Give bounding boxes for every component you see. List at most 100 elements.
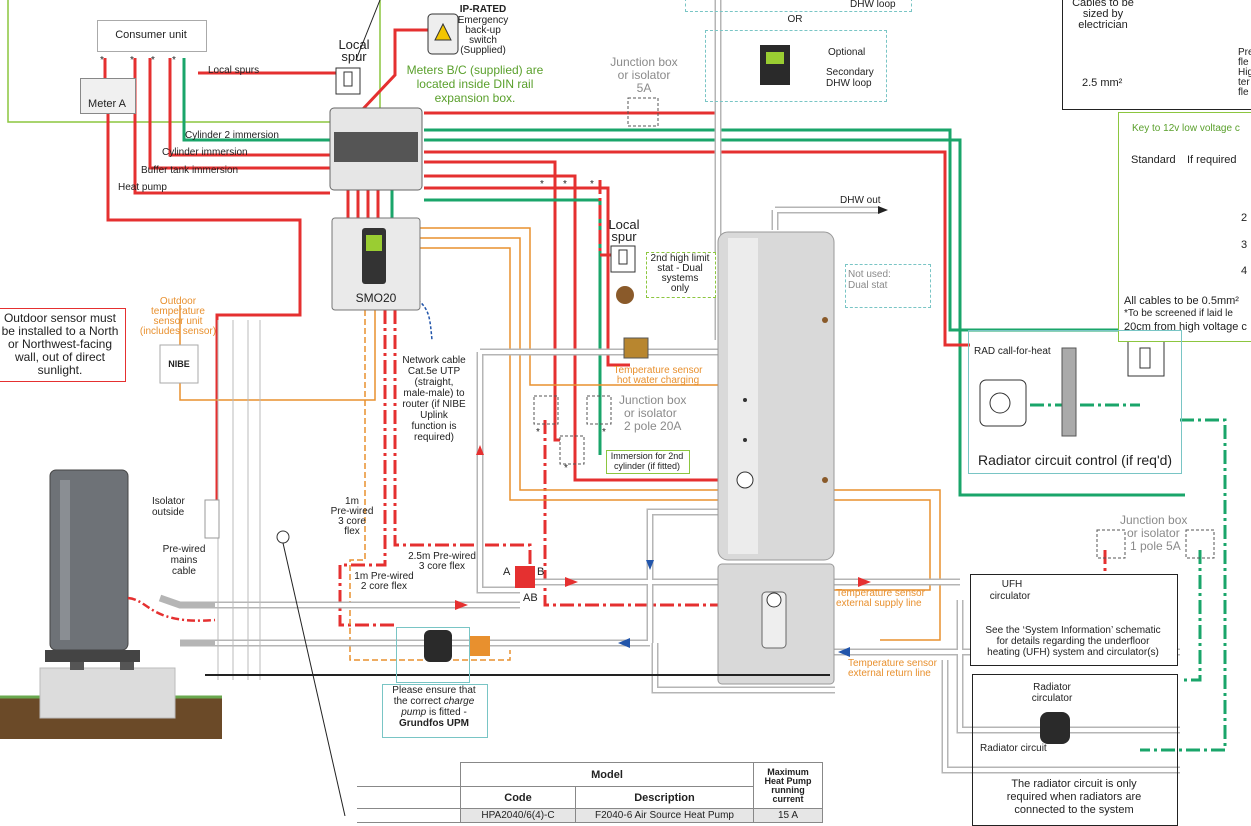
valve-port-b: B <box>537 566 545 578</box>
network-3: (straight, <box>414 377 454 388</box>
network-4: male-male) to <box>403 388 465 399</box>
strainer <box>470 636 490 656</box>
meters-note-1: Meters B/C (supplied) are <box>406 63 544 77</box>
room-thermostat <box>979 379 1027 427</box>
local-spur2-2: spur <box>611 229 637 244</box>
meters-note-2: located inside DIN rail <box>416 77 534 91</box>
smo20-label: SMO20 <box>355 291 397 305</box>
ufh-circ-1: UFH <box>1001 579 1023 590</box>
outdoor-note-2: be installed to a North <box>1 324 119 338</box>
outdoor-unit-3: sensor unit <box>153 316 203 327</box>
buffer-immersion-label: Buffer tank immersion <box>141 165 239 176</box>
cable-25m-1: 2.5m Pre-wired <box>408 551 476 562</box>
isolator-outside-2: outside <box>152 507 185 518</box>
ufh-note-3: heating (UFH) system and circulator(s) <box>987 647 1159 658</box>
local-spurs-label: Local spurs <box>208 65 260 76</box>
rad-note-3: connected to the system <box>1014 804 1134 816</box>
not-used-1: Not used: <box>848 269 891 280</box>
outdoor-note-4: wall, out of direct <box>14 350 106 364</box>
secondary-loop-box <box>705 30 887 102</box>
key-hig-3: fle <box>1238 87 1249 98</box>
jb-5a-2: or isolator <box>617 68 671 82</box>
local-spur-label-1: Local <box>338 37 370 52</box>
network-7: function is <box>411 421 457 432</box>
dhw-loop-box <box>685 0 912 12</box>
high-limit-1: 2nd high limit <box>650 253 710 264</box>
nibe-logo: NIBE <box>168 359 190 369</box>
star: * <box>540 179 544 190</box>
flow-arrows <box>455 206 888 657</box>
star: * <box>130 55 134 66</box>
consumer-unit <box>97 20 207 52</box>
high-limit-3: systems <box>661 273 699 284</box>
dhw-loop-label: DHW loop <box>850 0 896 10</box>
concrete-base <box>39 667 176 719</box>
temp-hw-1: Temperature sensor <box>613 365 703 376</box>
star: * <box>602 427 606 438</box>
optional-label: Optional <box>828 47 866 58</box>
key-note-3: 20cm from high voltage c <box>1124 321 1247 333</box>
cable-1m-3-3: 3 core <box>338 516 366 527</box>
key-hig-2: ter <box>1238 77 1250 88</box>
or-label: OR <box>787 14 803 25</box>
outdoor-note-box <box>0 308 126 382</box>
diverter-valve <box>623 337 649 359</box>
outdoor-note-1: Outdoor sensor must <box>3 311 117 325</box>
jb-5a-3: 5A <box>636 81 652 95</box>
rad-circ-2: circulator <box>1031 693 1073 704</box>
ip-rated-line3: switch <box>469 35 497 46</box>
star: * <box>563 179 567 190</box>
network-5: router (if NIBE <box>402 399 466 410</box>
star: * <box>100 55 104 66</box>
network-6: Uplink <box>420 410 448 421</box>
key-cables-1: Cables to be <box>1072 0 1134 9</box>
immersion2-box <box>606 450 690 474</box>
not-used-2: Dual stat <box>848 280 888 291</box>
not-used-box <box>845 264 931 308</box>
charge-note-4: Grundfos UPM <box>399 718 469 729</box>
star: * <box>172 55 176 66</box>
key-num-3: 3 <box>1241 239 1248 251</box>
prewired-mains-1: Pre-wired <box>162 544 206 555</box>
temp-return-1: Temperature sensor <box>848 658 937 669</box>
isolator-outside <box>204 499 220 539</box>
outdoor-note-3: or Northwest-facing <box>7 337 113 351</box>
jb-1pole-1: Junction box <box>1120 513 1188 527</box>
meter-a-label: Meter A <box>88 98 126 110</box>
key-pre-2: fle <box>1238 57 1249 68</box>
temp-hw-2: hot water charging <box>616 375 700 386</box>
key-note-2: *To be screened if laid le <box>1124 308 1233 319</box>
cyl-immersion-label: Cylinder immersion <box>162 147 248 158</box>
key-low-standard: Standard <box>1131 154 1176 166</box>
cable-1m-2-1: 1m Pre-wired <box>354 571 414 582</box>
high-limit-stat <box>616 286 634 304</box>
building-outline <box>7 0 381 123</box>
jb-1pole-2: or isolator <box>1127 526 1180 540</box>
heat-pump-unit <box>45 469 216 670</box>
rad-call-label: RAD call-for-heat <box>974 346 1051 357</box>
outdoor-sensor-unit <box>159 344 199 384</box>
hot-water-cylinder <box>717 231 835 685</box>
ufh-note-1: See the ‘System Information’ schematic <box>985 625 1161 636</box>
secondary-dhw-pump <box>760 45 790 85</box>
immersion2-2: cylinder (if fitted) <box>613 461 681 471</box>
network-8: required) <box>413 432 455 443</box>
local-spur2-1: Local <box>608 217 640 232</box>
network-1: Network cable <box>402 355 466 366</box>
jb-20a-2: or isolator <box>624 406 677 420</box>
star: * <box>564 463 568 474</box>
secondary-label-1: Secondary <box>826 67 874 78</box>
outdoor-unit-2: temperature <box>151 306 205 317</box>
low-voltage-key <box>1118 112 1251 342</box>
meters-note-3: expansion box. <box>434 91 516 105</box>
charge-note-2: the correct charge <box>393 696 475 707</box>
cable-1m-3-2: Pre-wired <box>330 506 374 517</box>
rad-control-title: Radiator circuit control (if req'd) <box>978 452 1173 468</box>
valve-port-a: A <box>503 566 511 578</box>
table-model-header: Model <box>460 762 754 787</box>
immersion2-1: Immersion for 2nd <box>610 451 684 461</box>
charge-pump-frame <box>396 627 470 683</box>
temp-return-2: external return line <box>848 668 931 679</box>
